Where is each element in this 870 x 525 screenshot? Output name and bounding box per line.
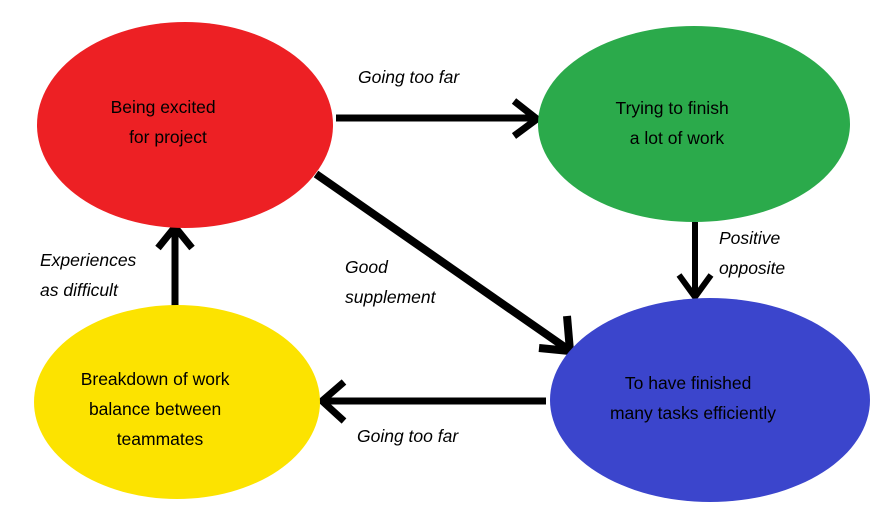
edge-finished-to-breakdown[interactable]: Going too far [316,379,546,446]
node-label-being-excited: Being excited for project [111,97,260,147]
edge-label-trying-to-finished: Positive opposite [719,228,824,278]
edge-label-breakdown-to-excited: Experiences as difficult [40,250,180,300]
node-trying-to-finish-a-lot-of-work[interactable]: Trying to finish a lot of work [538,26,850,222]
node-shape-trying-to-finish[interactable] [538,26,850,222]
node-shape-to-have-finished[interactable] [550,298,870,502]
arrowhead-trying-to-finished [676,273,714,303]
arrowhead-finished-to-breakdown [316,379,347,424]
node-breakdown-of-work-balance[interactable]: Breakdown of work balance between teamma… [34,305,320,499]
node-shape-breakdown-of-work[interactable] [34,305,320,499]
edge-line-excited-to-finished [313,170,569,352]
node-label-trying-to-finish: Trying to finish a lot of work [616,98,773,148]
node-to-have-finished-many-tasks-efficiently[interactable]: To have finished many tasks efficiently [550,298,870,502]
edge-excited-to-finished[interactable]: Good supplement [313,170,575,356]
arrowhead-excited-to-trying [511,98,543,139]
edge-excited-to-trying[interactable]: Going too far [336,67,543,139]
node-shape-being-excited[interactable] [37,22,333,228]
edge-trying-to-finished[interactable]: Positive opposite [676,222,824,303]
edge-label-excited-to-finished: Good supplement [345,257,470,307]
node-being-excited-for-project[interactable]: Being excited for project [37,22,333,228]
node-label-breakdown-of-work: Breakdown of work balance between teamma… [81,369,274,449]
edge-label-excited-to-trying: Going too far [358,67,493,87]
edge-label-finished-to-breakdown: Going too far [357,426,492,446]
node-label-to-have-finished: To have finished many tasks efficiently [610,373,810,423]
edge-breakdown-to-excited[interactable]: Experiences as difficult [40,221,195,311]
